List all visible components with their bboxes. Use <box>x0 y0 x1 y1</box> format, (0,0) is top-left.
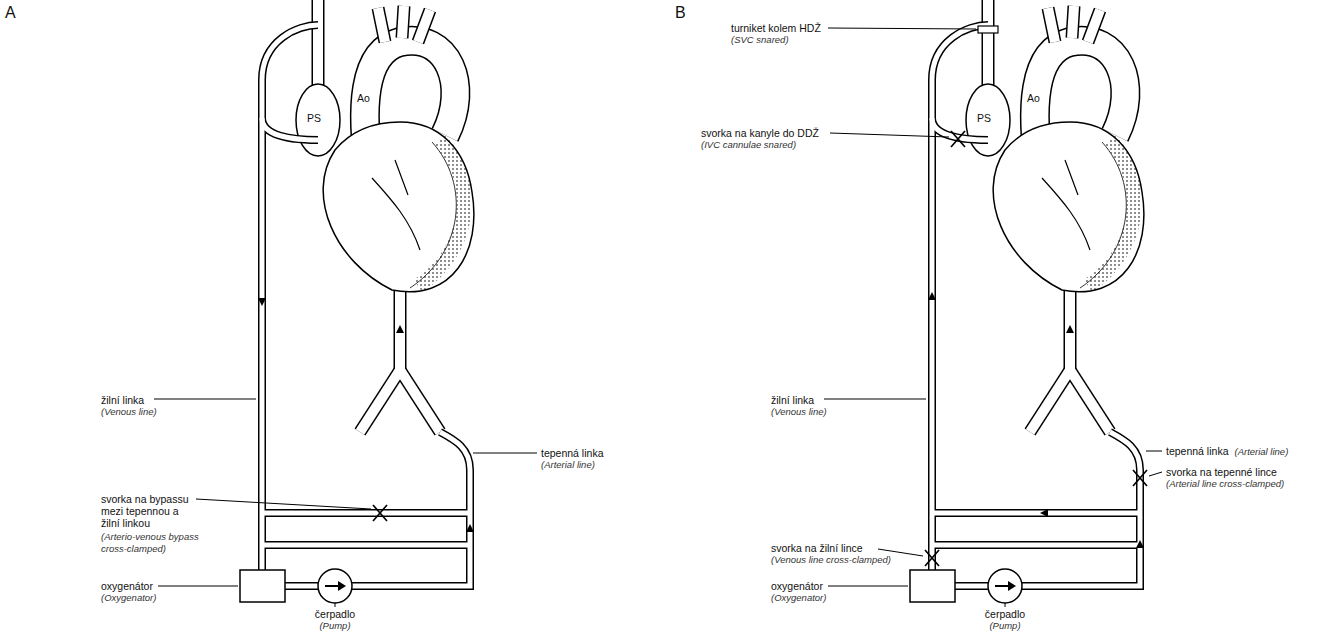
part-label: Ao <box>356 92 371 104</box>
leader-line <box>824 28 1162 586</box>
callout-label: oxygenátor <box>770 580 824 592</box>
panel-b <box>910 0 1144 607</box>
translation: (SVC snared) <box>730 34 790 46</box>
translation: (Venous line cross-clamped) <box>770 554 892 566</box>
callout-label: tepenná linka <box>540 447 604 459</box>
part-label: PS <box>976 112 992 124</box>
callout-label: žilní linka <box>100 394 145 406</box>
callout-label: čerpadlo <box>984 608 1026 620</box>
translation: (Oxygenator) <box>100 592 157 604</box>
translation: (Venous line) <box>770 406 828 418</box>
translation: (Pump) <box>318 620 351 632</box>
clamp-mark <box>925 131 1147 566</box>
translation: (Oxygenator) <box>770 592 827 604</box>
translation: (Arterial line) <box>540 459 596 471</box>
callout-label: svorka na bypassu mezi tepennou a žilní … <box>100 493 196 529</box>
panel-letter: B <box>674 4 687 22</box>
callout-label: oxygenátor <box>100 580 154 592</box>
panel-letter: A <box>4 4 17 22</box>
callout-label: žilní linka <box>770 394 815 406</box>
callout-label: tepenná linka <box>1165 445 1229 457</box>
callout-label: čerpadlo <box>314 608 356 620</box>
part-label: PS <box>306 112 322 124</box>
callout-label: svorka na žilní lince <box>770 542 864 554</box>
callout-label: turniket kolem HDŽ <box>730 22 822 34</box>
leader-line <box>154 399 537 586</box>
translation: (Venous line) <box>100 406 158 418</box>
panel-a <box>154 0 537 607</box>
translation: (Arterio-venous bypass cross-clamped) <box>100 531 210 555</box>
callout-label: svorka na kanyle do DDŽ <box>700 127 820 139</box>
translation: (Arterial line) <box>1233 446 1289 458</box>
callout-label: svorka na tepenné lince <box>1165 466 1278 478</box>
translation: (Pump) <box>988 620 1021 632</box>
tourniquet <box>978 26 998 33</box>
clamp-mark <box>373 505 387 521</box>
translation: (IVC cannulae snared) <box>700 139 797 151</box>
translation: (Arterial line cross-clamped) <box>1165 478 1285 490</box>
part-label: Ao <box>1026 92 1041 104</box>
